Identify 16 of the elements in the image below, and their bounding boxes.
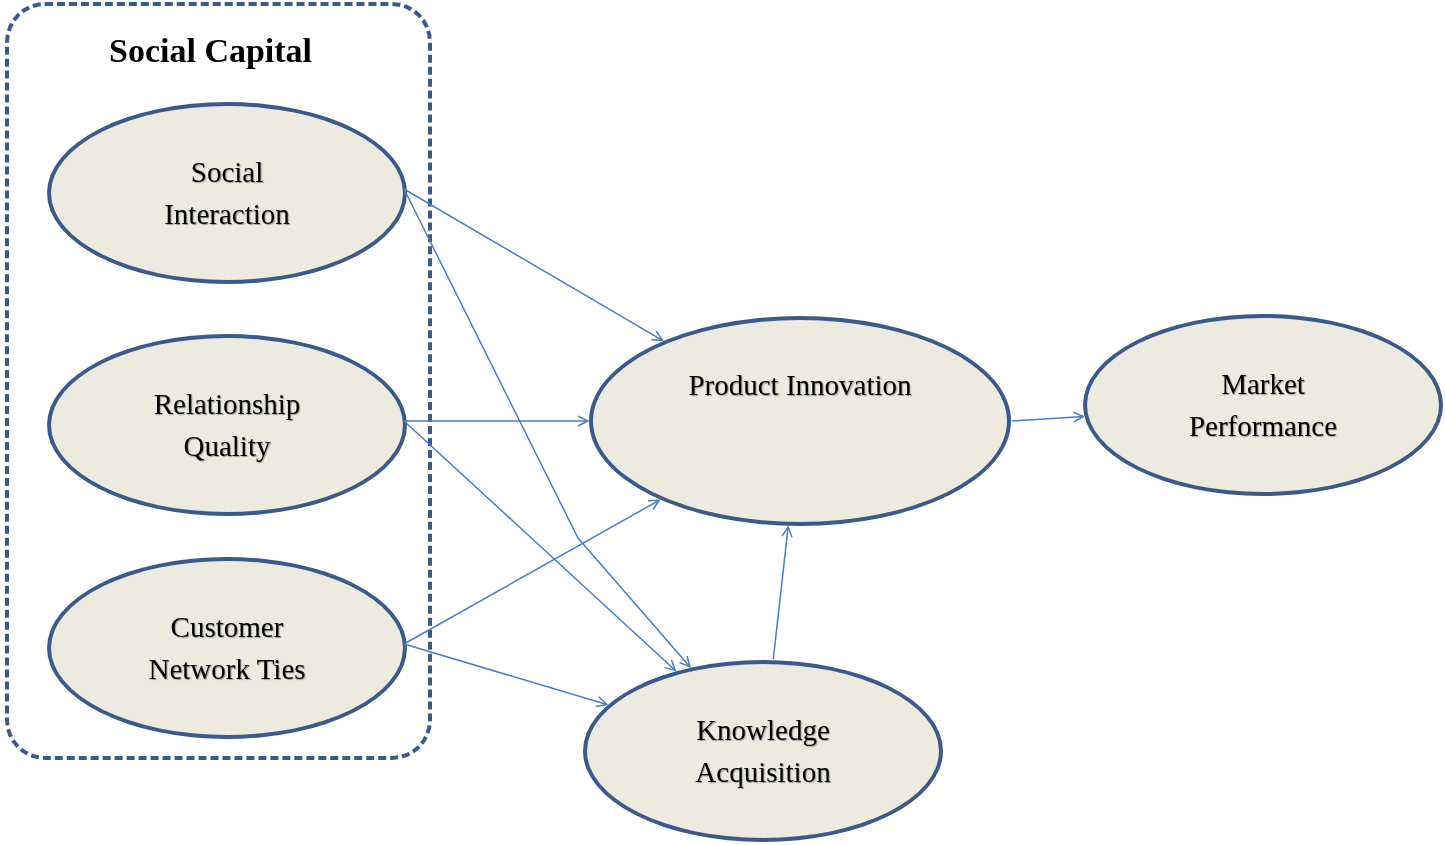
arrow [403, 499, 660, 645]
arrow [403, 188, 664, 342]
construct-label: Customer Network Ties [147, 610, 307, 687]
arrow [772, 526, 793, 660]
construct-label: Knowledge Acquisition [694, 713, 832, 790]
arrow [403, 188, 691, 668]
arrow [403, 420, 677, 672]
arrow [403, 643, 608, 708]
construct-label: Product Innovation [688, 368, 912, 403]
group-title: Social Capital [109, 34, 313, 68]
construct-label: Market Performance [1187, 367, 1339, 444]
construct-label: Social Interaction [163, 155, 291, 232]
group-frame [5, 2, 432, 760]
arrow [403, 415, 589, 427]
arrow [1011, 411, 1085, 423]
construct-label: Relationship Quality [152, 387, 302, 464]
